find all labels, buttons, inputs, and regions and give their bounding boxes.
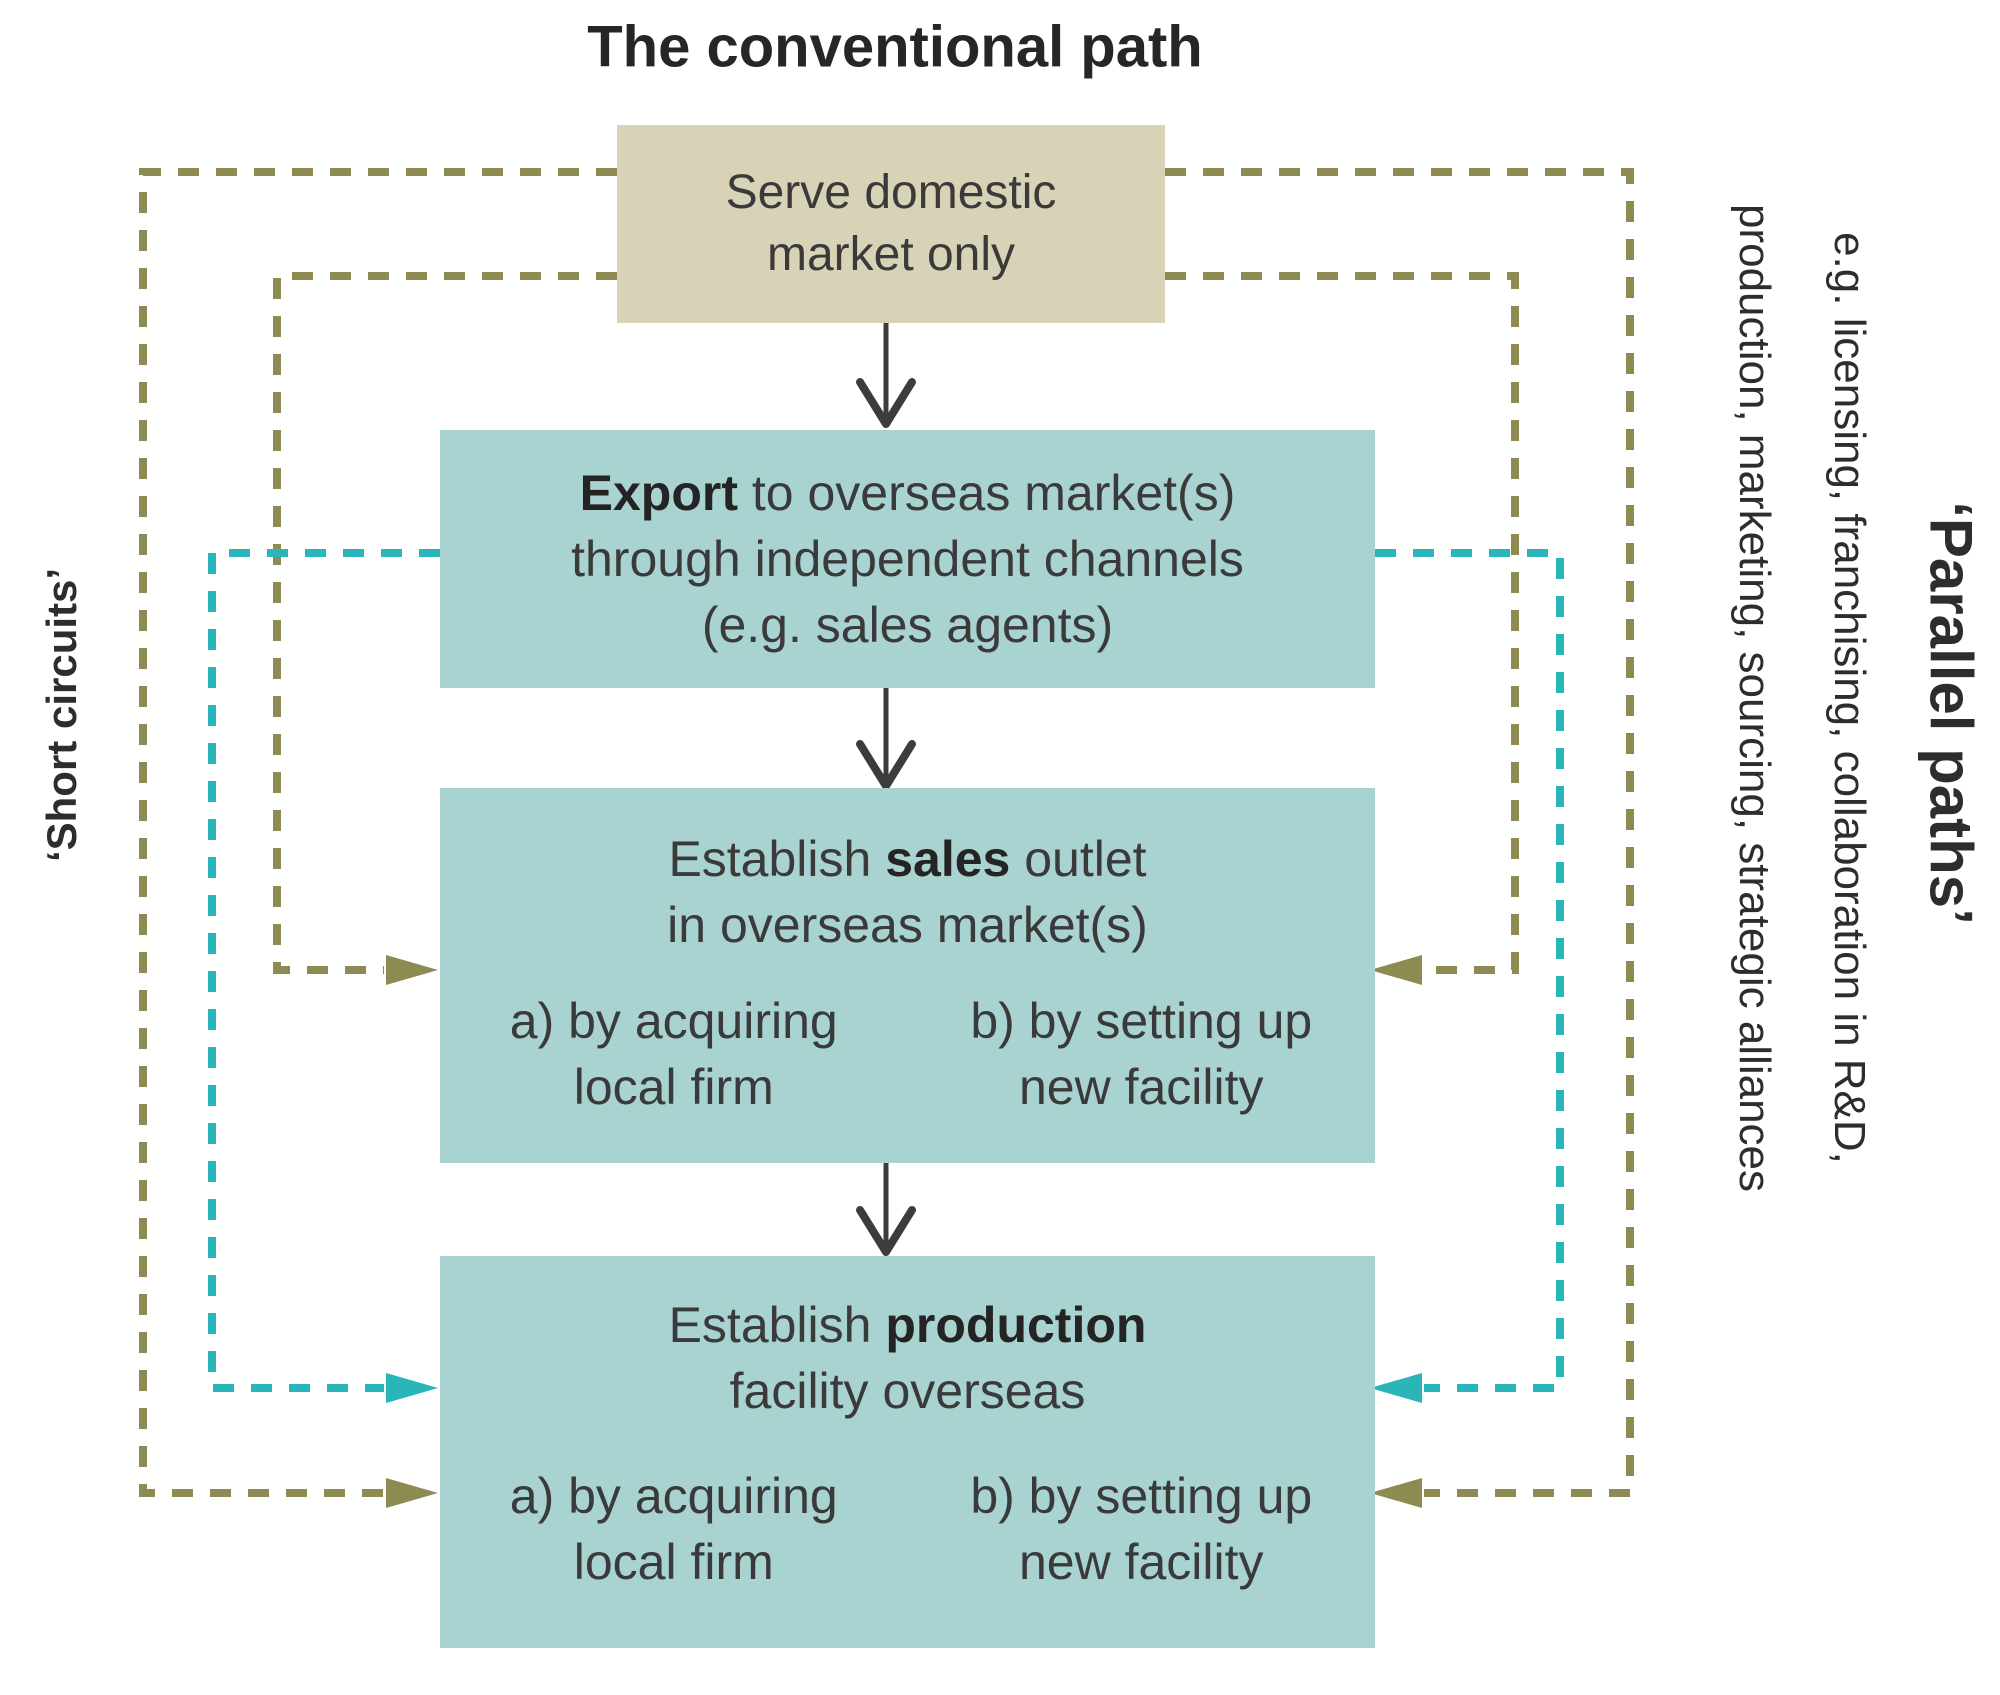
sales-heading-line2: in overseas market(s)	[667, 897, 1148, 953]
sales-option-b-line1: b) by setting up	[970, 992, 1313, 1049]
serve-domestic-box: Serve domestic market only	[617, 125, 1165, 323]
export-line3: (e.g. sales agents)	[701, 597, 1114, 653]
sales-option-b-line2: new facility	[1018, 1058, 1264, 1115]
export-line1: Export to overseas market(s)	[440, 460, 1375, 526]
diagram-title: The conventional path	[587, 14, 1203, 80]
production-options: a) by acquiring local firm b) by setting…	[440, 1424, 1375, 1648]
parallel-paths-examples-label: e.g. licensing, franchising, collaborati…	[1707, 204, 1897, 1192]
sales-option-a-line1: a) by acquiring	[509, 992, 838, 1049]
parallel-teal-path	[1375, 549, 1564, 1392]
sales-heading: Establish sales outlet in overseas marke…	[440, 788, 1375, 958]
sales-heading-post: outlet	[1010, 831, 1147, 887]
short-circuit-teal-arrowhead-icon	[386, 1373, 438, 1403]
parallel-outer-arrowhead-icon	[1370, 1478, 1422, 1508]
production-option-a-line1: a) by acquiring	[509, 1468, 838, 1524]
short-circuit-inner-path	[273, 272, 617, 974]
sales-outlet-box: Establish sales outlet in overseas marke…	[440, 788, 1375, 1163]
production-heading-bold: production	[885, 1297, 1147, 1353]
production-option-b-line1: b) by setting up	[970, 1468, 1313, 1524]
sales-option-a-line2: local firm	[573, 1058, 774, 1115]
production-heading-line1: Establish production	[440, 1292, 1375, 1358]
sales-heading-pre: Establish	[668, 831, 886, 887]
short-circuit-teal-path	[208, 549, 440, 1392]
production-heading: Establish production facility overseas	[440, 1256, 1375, 1424]
production-option-a-line2: local firm	[573, 1534, 774, 1590]
parallel-inner-arrowhead-icon	[1370, 955, 1422, 985]
sales-option-b: b) by setting up new facility	[908, 958, 1376, 1163]
production-option-a: a) by acquiring local firm	[440, 1424, 908, 1648]
export-box: Export to overseas market(s) through ind…	[440, 430, 1375, 688]
short-circuit-inner-arrowhead-icon	[386, 955, 438, 985]
parallel-examples-line2: production, marketing, sourcing, strateg…	[1730, 203, 1779, 1193]
sales-option-a: a) by acquiring local firm	[440, 958, 908, 1163]
parallel-teal-arrowhead-icon	[1370, 1373, 1422, 1403]
parallel-examples-line1: e.g. licensing, franchising, collaborati…	[1825, 232, 1874, 1164]
sales-options: a) by acquiring local firm b) by setting…	[440, 958, 1375, 1163]
sales-heading-bold: sales	[885, 831, 1011, 887]
production-option-b: b) by setting up new facility	[908, 1424, 1376, 1648]
serve-domestic-line2: market only	[766, 228, 1016, 281]
flow-arrow-3-head-icon	[856, 1206, 916, 1256]
production-heading-pre: Establish	[668, 1297, 886, 1353]
parallel-outer-path	[1165, 168, 1634, 1497]
parallel-paths-label: ‘Parallel paths’	[1917, 501, 1985, 925]
flow-arrow-2-head-icon	[856, 740, 916, 790]
export-line2: through independent channels	[571, 531, 1244, 587]
production-option-b-line2: new facility	[1018, 1534, 1264, 1590]
production-heading-line2: facility overseas	[729, 1363, 1086, 1419]
short-circuit-outer-path	[139, 168, 617, 1497]
parallel-inner-path	[1165, 272, 1519, 974]
export-line1-bold: Export	[579, 465, 738, 521]
short-circuit-outer-arrowhead-icon	[386, 1478, 438, 1508]
production-facility-box: Establish production facility overseas a…	[440, 1256, 1375, 1648]
sales-heading-line1: Establish sales outlet	[440, 826, 1375, 892]
flow-arrow-1-head-icon	[856, 378, 916, 428]
export-line1-rest: to overseas market(s)	[737, 465, 1236, 521]
short-circuits-label: ‘Short circuits’	[38, 567, 85, 863]
serve-domestic-line1: Serve domestic	[725, 166, 1057, 219]
